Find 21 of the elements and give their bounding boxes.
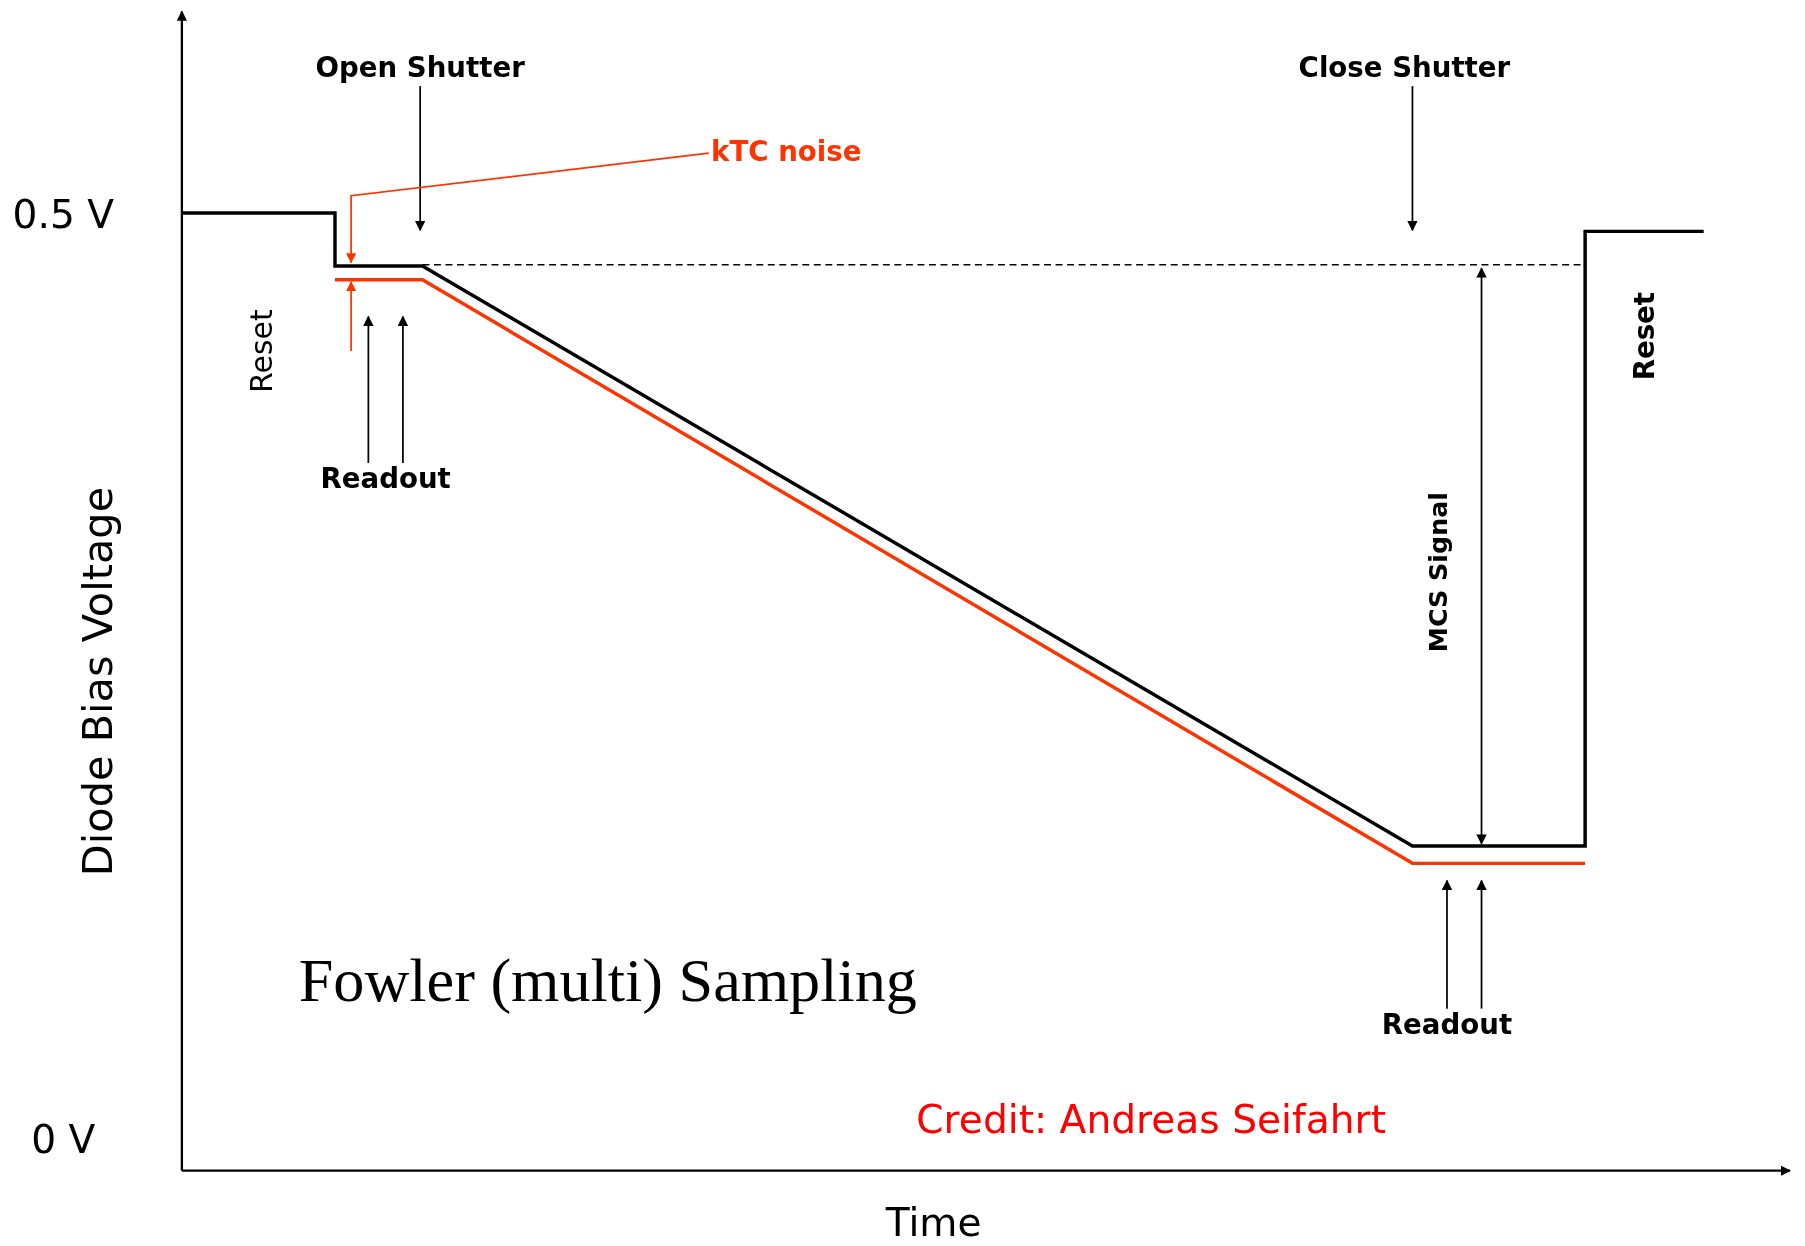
event-label: Reset	[245, 309, 280, 393]
arrow	[1441, 879, 1453, 1010]
annotation-label: Readout	[1381, 1009, 1513, 1042]
credit-note: Credit: Andreas Seifahrt	[916, 1097, 1386, 1143]
axis-tick-label: 0.5 V	[12, 192, 115, 238]
axis-tick-label: 0 V	[31, 1117, 96, 1163]
event-label: Reset	[1630, 291, 1662, 381]
annotation-label: kTC noise	[711, 137, 862, 169]
chart-title: Fowler (multi) Sampling	[298, 945, 917, 1017]
annotation-label: Close Shutter	[1298, 53, 1511, 85]
dimension-label: MCS Signal	[1424, 492, 1454, 653]
arrow	[415, 85, 426, 232]
axis-title: Time	[885, 1200, 982, 1245]
annotation-label: Readout	[320, 464, 451, 496]
arrow	[1476, 879, 1487, 1010]
arrow	[1407, 85, 1418, 232]
annotation-label: Open Shutter	[315, 53, 525, 85]
axis-title: Diode Bias Voltage	[74, 486, 122, 877]
leader-line	[345, 152, 710, 264]
arrow	[363, 315, 374, 464]
arrow	[397, 315, 409, 464]
